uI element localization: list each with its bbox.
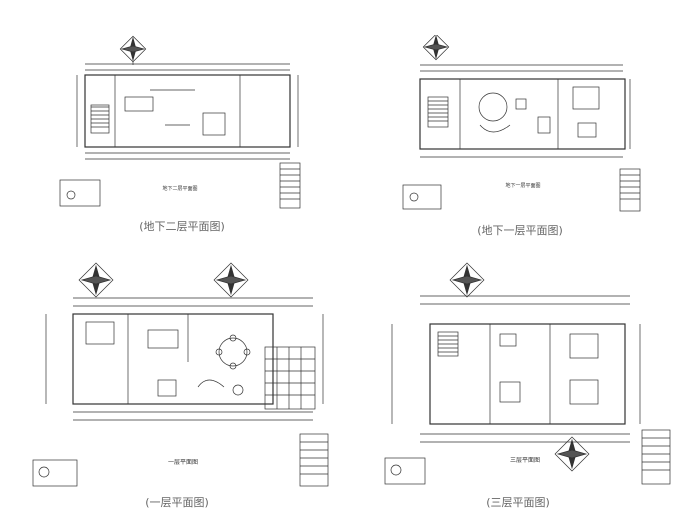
- sheet-title: 地下二层平面图: [162, 185, 197, 192]
- drawing-floor3: 三层平面图: [380, 262, 675, 490]
- caption-floor3: (三层平面图): [486, 496, 550, 509]
- north-arrow-icon: [554, 436, 590, 472]
- north-arrow-icon: [449, 262, 485, 298]
- sheet-title: 地下一层平面图: [505, 182, 540, 189]
- north-arrow-icon: [119, 35, 147, 63]
- caption-floor1: (一层平面图): [145, 496, 209, 509]
- drawing-basement1: 地下一层平面图: [398, 35, 643, 213]
- sheet-title: 三层平面图: [510, 457, 540, 464]
- north-arrow-icon: [213, 262, 249, 298]
- caption-basement2: (地下二层平面图): [139, 220, 225, 233]
- sheet-title: 一层平面图: [168, 459, 198, 466]
- north-arrow-icon: [422, 35, 450, 61]
- drawing-basement2: 地下二层平面图: [55, 35, 305, 213]
- drawing-floor1: 一层平面图: [28, 262, 338, 490]
- north-arrow-icon: [78, 262, 114, 298]
- caption-basement1: (地下一层平面图): [477, 224, 563, 237]
